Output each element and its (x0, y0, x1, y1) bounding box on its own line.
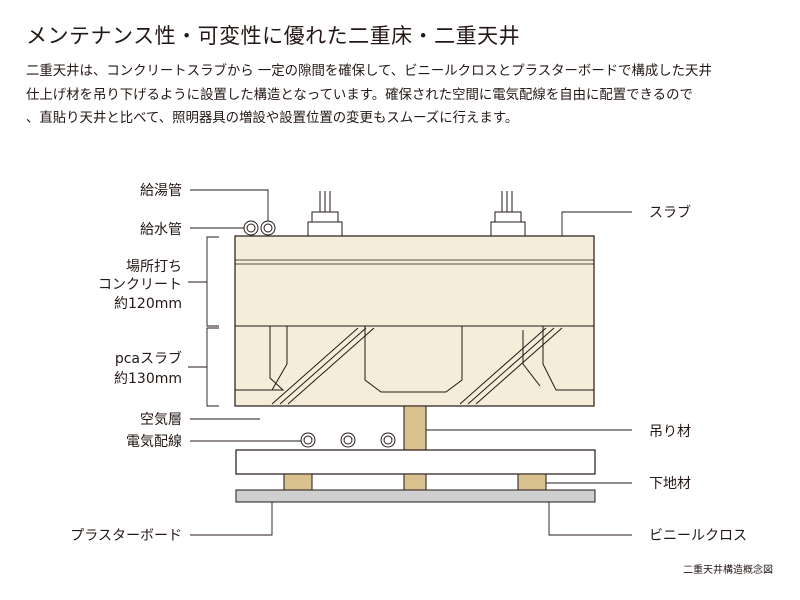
label-cast-concrete-3: 約120mm (114, 296, 182, 312)
hot-water-pipe (243, 220, 259, 236)
base-material (283, 473, 547, 491)
label-slab: スラブ (649, 204, 691, 221)
thickness-brackets (188, 236, 219, 407)
label-water-pipe: 給水管 (140, 222, 182, 238)
description: 二重天井は、コンクリートスラブから 一定の隙間を確保して、ビニールクロスとプラス… (26, 60, 786, 131)
plasterboard (235, 489, 596, 503)
leader-lines (190, 189, 632, 536)
label-pca-slab-2: 約130mm (114, 371, 182, 387)
label-pca-slab-1: pcaスラブ (115, 350, 182, 367)
label-base-material: 下地材 (649, 476, 691, 492)
conduit-right (490, 191, 526, 237)
label-vinyl-cloth: ビニールクロス (649, 528, 747, 544)
label-plasterboard: プラスターボード (70, 528, 182, 544)
description-line-3: 、直貼り天井と比べて、照明器具の増設や設置位置の変更もスムーズに行えます。 (26, 111, 519, 126)
label-cast-concrete-1: 場所打ち (126, 258, 182, 275)
pca-slab-structure (235, 326, 594, 405)
label-air-layer: 空気層 (140, 412, 182, 428)
page-title: メンテナンス性・可変性に優れた二重床・二重天井 (26, 24, 521, 48)
electric-wiring (300, 432, 396, 448)
description-line-2: 仕上げ材を吊り下げるように設置した構造となっています。確保された空間に電気配線を… (26, 87, 693, 103)
label-hanger: 吊り材 (649, 424, 691, 440)
ceiling-frame (235, 449, 596, 475)
description-line-1: 二重天井は、コンクリートスラブから 一定の隙間を確保して、ビニールクロスとプラス… (26, 64, 712, 79)
concrete-slab (234, 235, 595, 407)
diagram-caption: 二重天井構造概念図 (683, 563, 773, 576)
water-pipe (260, 220, 276, 236)
hanger (403, 405, 427, 451)
label-hot-water-pipe: 給湯管 (140, 182, 182, 199)
label-cast-concrete-2: コンクリート (98, 277, 182, 293)
label-wiring: 電気配線 (126, 434, 182, 450)
conduit-left (307, 191, 343, 237)
